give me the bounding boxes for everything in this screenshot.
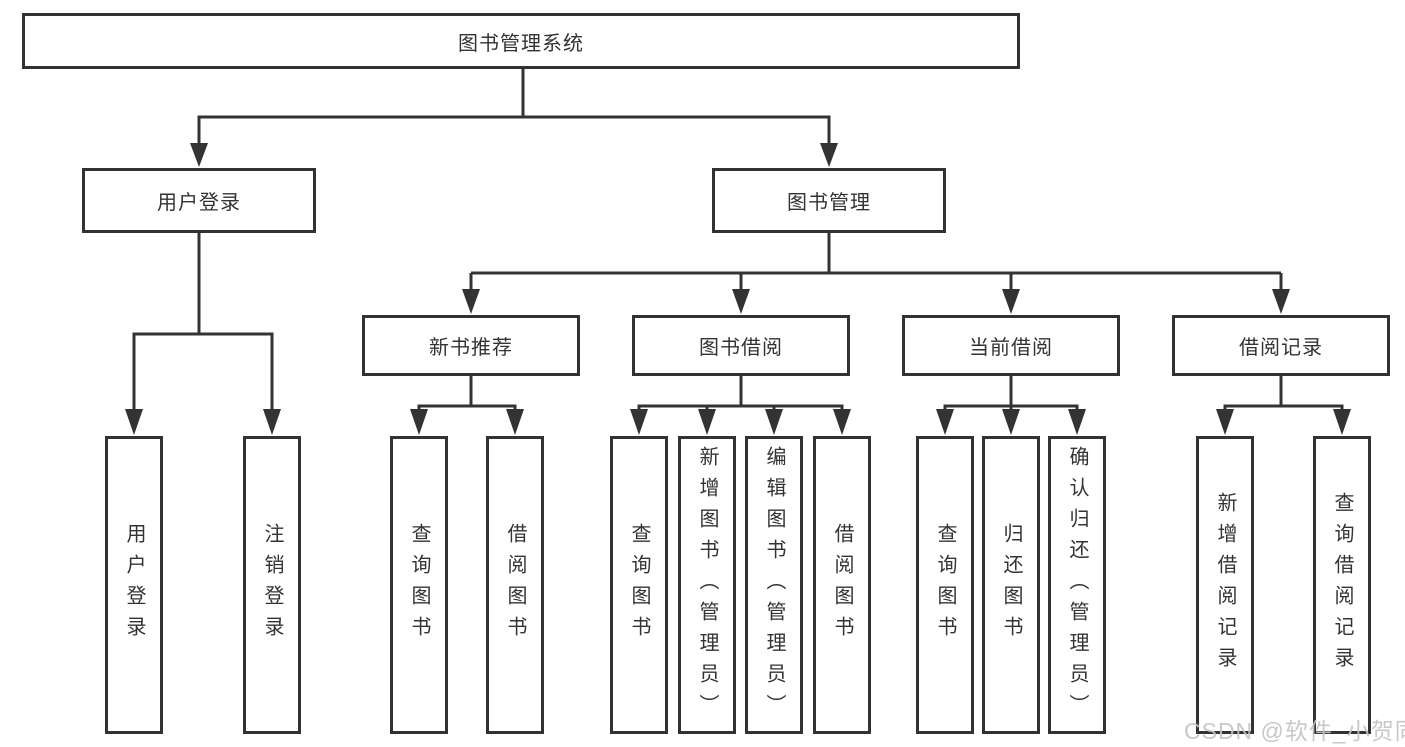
leaf-currentborrow-confirm-return-admin: 确认归还（管理员） <box>1048 436 1106 734</box>
leaf-bookborrow-edit-books-admin: 编辑图书（管理员） <box>745 436 803 734</box>
leaf-records-add-borrow-record: 新增借阅记录 <box>1196 436 1254 734</box>
leaf-bookborrow-add-books-admin: 新增图书（管理员） <box>678 436 736 734</box>
leaf-userlogin-logout: 注销登录 <box>243 436 301 734</box>
leaf-newbooks-borrow-books: 借阅图书 <box>486 436 544 734</box>
connector-root-to-level2 <box>190 69 838 167</box>
leaf-newbooks-query-books: 查询图书 <box>390 436 448 734</box>
connector-userlogin-to-leaves <box>125 232 281 435</box>
node-new-book-recommendation: 新书推荐 <box>362 315 580 376</box>
connector-newbooks-to-leaves <box>410 375 524 435</box>
node-book-management: 图书管理 <box>712 168 946 233</box>
connector-currentborrow-to-leaves <box>936 375 1086 435</box>
node-current-borrowing: 当前借阅 <box>902 315 1120 376</box>
leaf-bookborrow-borrow-books: 借阅图书 <box>813 436 871 734</box>
leaf-bookborrow-query-books: 查询图书 <box>610 436 668 734</box>
connector-bookmgmt-to-level3 <box>462 232 1290 314</box>
node-borrowing-records: 借阅记录 <box>1172 315 1390 376</box>
leaf-records-query-borrow-record: 查询借阅记录 <box>1313 436 1371 734</box>
csdn-watermark: CSDN @软件_小贺同学 <box>1184 718 1405 744</box>
node-library-management-system: 图书管理系统 <box>22 13 1020 69</box>
connector-bookborrow-to-leaves <box>630 375 851 435</box>
leaf-currentborrow-query-books: 查询图书 <box>916 436 974 734</box>
node-book-borrowing: 图书借阅 <box>632 315 850 376</box>
node-user-login: 用户登录 <box>82 168 316 233</box>
connector-borrowrecords-to-leaves <box>1216 375 1351 435</box>
leaf-userlogin-login: 用户登录 <box>105 436 163 734</box>
leaf-currentborrow-return-books: 归还图书 <box>982 436 1040 734</box>
